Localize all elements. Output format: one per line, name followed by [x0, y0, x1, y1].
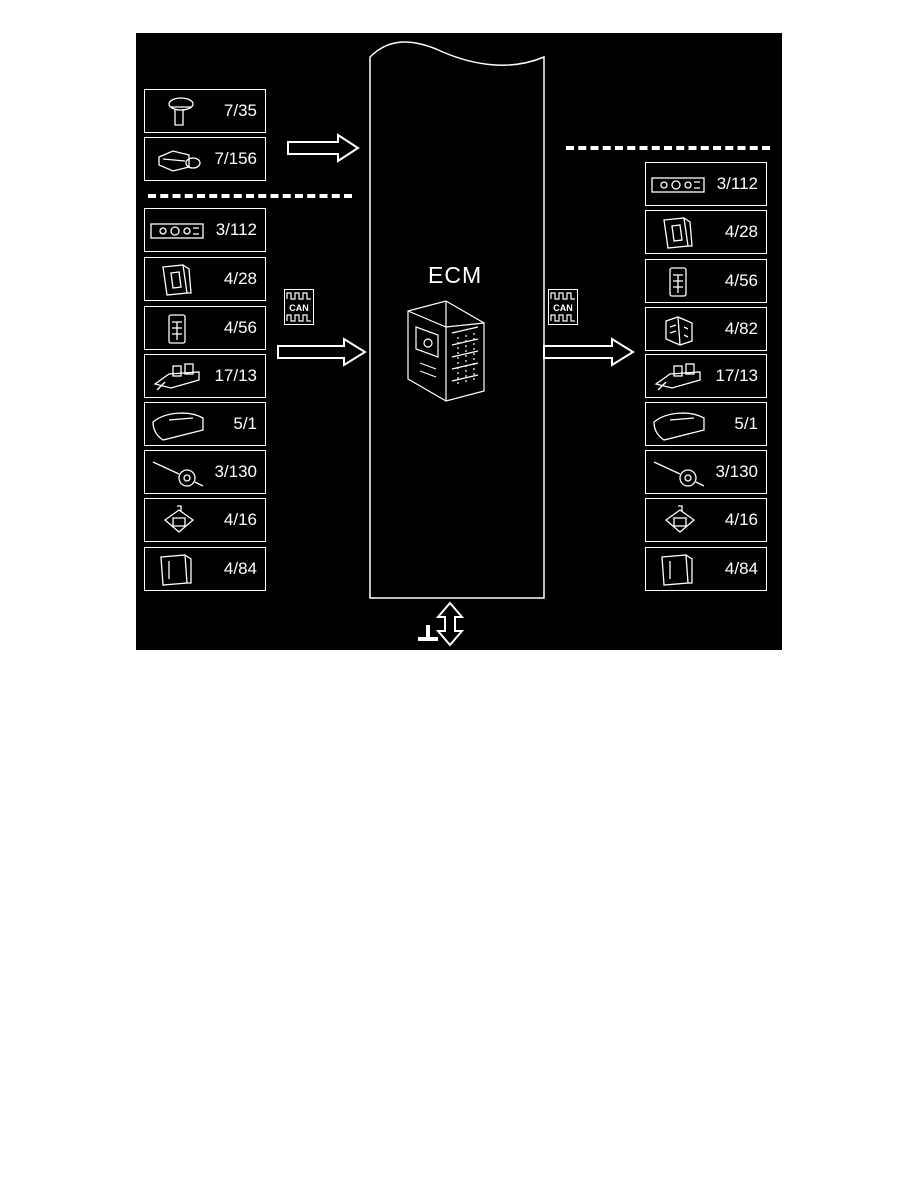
component-label: 4/28: [223, 269, 257, 288]
box-icon: [661, 554, 693, 586]
input-component-3-112: 3/112: [144, 208, 266, 252]
module-icon: [663, 217, 693, 249]
module-icon: [162, 264, 192, 296]
ecm-signal-diagram: ECM 7/35 7/156 3/112: [136, 33, 782, 650]
output-component-4-82: 4/82: [645, 307, 767, 351]
panel-icon: [651, 177, 705, 193]
component-label: 4/56: [223, 318, 257, 337]
component-label: 3/112: [716, 174, 758, 193]
output-component-4-56: 4/56: [645, 259, 767, 303]
output-component-4-16: 4/16: [645, 498, 767, 542]
input-component-4-56: 4/56: [144, 306, 266, 350]
output-component-4-84: 4/84: [645, 547, 767, 591]
input-component-4-84: 4/84: [144, 547, 266, 591]
input-arrow-can: [277, 337, 367, 367]
component-label: 17/13: [214, 366, 257, 385]
lamp-icon: [654, 363, 701, 391]
ecm-unit-icon: [407, 300, 485, 402]
separator-left: [148, 194, 352, 198]
component-label: 4/16: [223, 510, 257, 529]
component-label: 3/130: [715, 462, 758, 481]
output-component-17-13: 17/13: [645, 354, 767, 398]
can-bus-icon-right: CAN: [548, 289, 578, 325]
bracket-icon: [664, 505, 696, 533]
input-component-4-16: 4/16: [144, 498, 266, 542]
output-arrow-can: [543, 337, 635, 367]
sensor-icon: [168, 97, 194, 126]
component-label: 5/1: [734, 414, 758, 433]
stalk-icon: [152, 461, 204, 487]
pedal-icon: [158, 150, 201, 172]
input-component-5-1: 5/1: [144, 402, 266, 446]
output-component-3-130: 3/130: [645, 450, 767, 494]
can-label: CAN: [289, 303, 309, 313]
component-label: 7/35: [223, 101, 257, 120]
component-label: 4/56: [724, 271, 758, 290]
component-label: 4/28: [724, 222, 758, 241]
can-bus-icon-left: CAN: [284, 289, 314, 325]
can-label: CAN: [553, 303, 573, 313]
input-component-7-156: 7/156: [144, 137, 266, 181]
input-arrow-direct: [287, 133, 360, 163]
output-component-3-112: 3/112: [645, 162, 767, 206]
component-label: 5/1: [233, 414, 257, 433]
component-label: 3/130: [214, 462, 257, 481]
component-label: 7/156: [214, 149, 257, 168]
ecm-column: [369, 41, 545, 599]
input-component-4-28: 4/28: [144, 257, 266, 301]
component-label: 4/16: [724, 510, 758, 529]
separator-right: [566, 146, 770, 150]
box-icon: [160, 554, 192, 586]
ecm-label: ECM: [428, 262, 483, 288]
stalk-icon: [653, 461, 705, 487]
lamp-icon: [153, 363, 200, 391]
component-label: 3/112: [215, 220, 257, 239]
input-component-3-130: 3/130: [144, 450, 266, 494]
ground-arrow-icon: [418, 601, 465, 647]
bracket-icon: [163, 505, 195, 533]
keypad-icon: [669, 267, 687, 297]
panel-icon: [150, 223, 204, 239]
component-label: 4/84: [223, 559, 257, 578]
component-label: 17/13: [715, 366, 758, 385]
input-component-17-13: 17/13: [144, 354, 266, 398]
input-component-7-35: 7/35: [144, 89, 266, 133]
output-component-5-1: 5/1: [645, 402, 767, 446]
cluster-icon: [653, 412, 705, 441]
output-component-4-28: 4/28: [645, 210, 767, 254]
keypad-icon: [168, 314, 186, 344]
component-label: 4/84: [724, 559, 758, 578]
component-label: 4/82: [724, 319, 758, 338]
connector-icon: [665, 316, 693, 346]
cluster-icon: [152, 412, 204, 441]
